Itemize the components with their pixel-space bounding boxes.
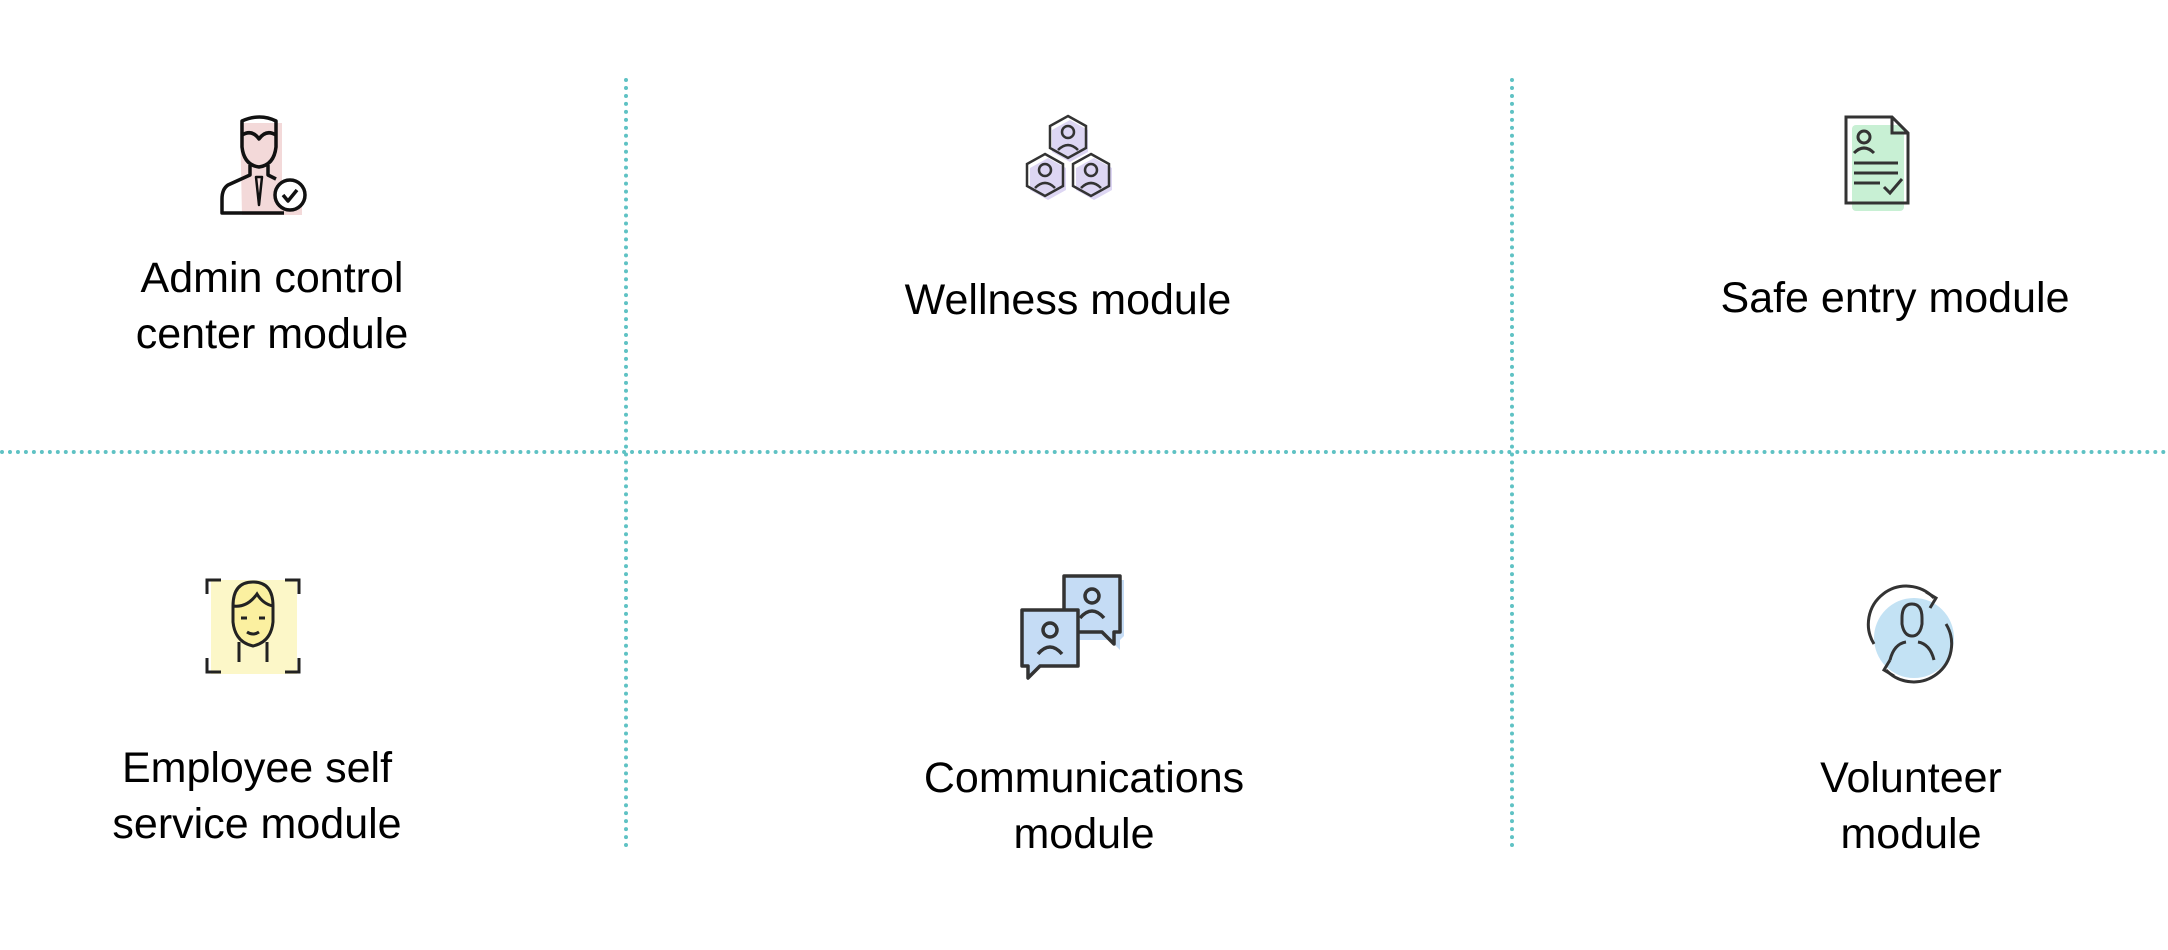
module-label-volunteer: Volunteer module xyxy=(1820,750,2002,862)
label-line: Safe entry module xyxy=(1720,274,2070,322)
label-line: service module xyxy=(112,800,402,848)
person-refresh-cycle-icon xyxy=(1850,574,1970,694)
label-line: Employee self xyxy=(121,744,393,792)
id-document-check-icon xyxy=(1814,103,1934,223)
label-line: module xyxy=(1840,810,1982,858)
module-label-safe-entry: Safe entry module xyxy=(1721,270,2070,326)
divider-horizontal xyxy=(0,450,2168,454)
module-label-employee-self-service: Employee self service module xyxy=(112,740,401,852)
label-line: module xyxy=(1013,810,1155,858)
face-scan-icon xyxy=(193,566,313,686)
label-line: Wellness module xyxy=(904,276,1232,324)
label-line: Admin control xyxy=(140,254,404,302)
module-label-wellness: Wellness module xyxy=(905,272,1232,328)
label-line: Communications xyxy=(923,754,1245,802)
chat-bubbles-people-icon xyxy=(1012,570,1132,690)
label-line: center module xyxy=(135,310,409,358)
label-line: Volunteer xyxy=(1820,754,2002,802)
divider-vertical-right xyxy=(1510,78,1514,848)
admin-user-check-icon xyxy=(200,103,320,223)
hexagon-people-network-icon xyxy=(1008,100,1128,220)
divider-vertical-left xyxy=(624,78,628,848)
module-label-communications: Communications module xyxy=(924,750,1244,862)
module-label-admin: Admin control center module xyxy=(136,250,409,362)
